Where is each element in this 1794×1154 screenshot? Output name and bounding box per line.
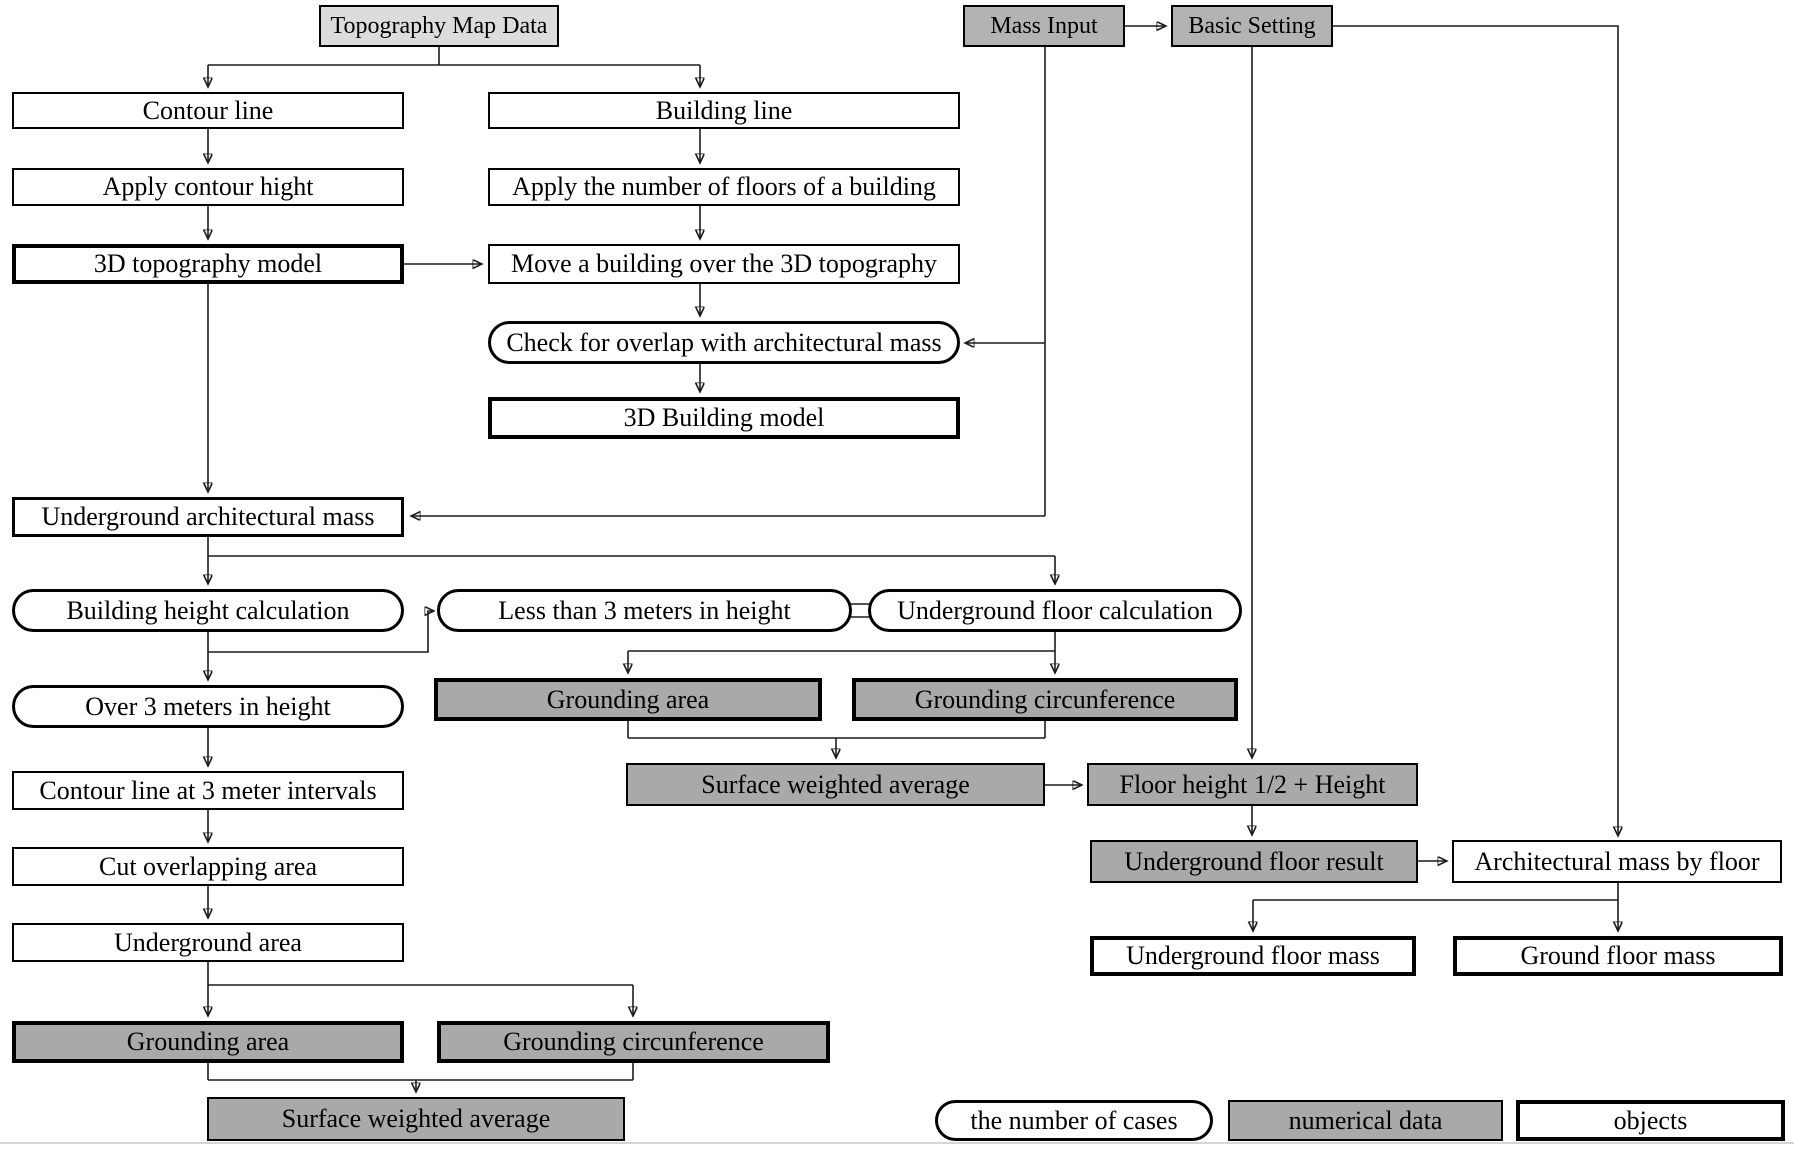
node-building-line: Building line	[488, 92, 960, 129]
node-3d-building-model: 3D Building model	[488, 397, 960, 439]
node-underground-architectural-mass: Underground architectural mass	[12, 497, 404, 537]
node-grounding-circunference-bottom: Grounding circunference	[437, 1021, 830, 1063]
legend-number-of-cases: the number of cases	[935, 1100, 1213, 1141]
node-grounding-area-mid: Grounding area	[434, 678, 822, 721]
node-underground-floor-mass: Underground floor mass	[1090, 936, 1416, 976]
node-3d-topography-model: 3D topography model	[12, 244, 404, 284]
node-basic-setting: Basic Setting	[1171, 5, 1333, 47]
legend-numerical-data: numerical data	[1228, 1100, 1503, 1141]
node-check-overlap-architectural-mass: Check for overlap with architectural mas…	[488, 321, 960, 364]
node-grounding-circunference-mid: Grounding circunference	[852, 678, 1238, 721]
node-underground-floor-calculation: Underground floor calculation	[868, 589, 1242, 632]
node-less-than-3-meters: Less than 3 meters in height	[437, 589, 852, 632]
node-ground-floor-mass: Ground floor mass	[1453, 936, 1783, 976]
node-grounding-area-bottom: Grounding area	[12, 1021, 404, 1063]
node-floor-height-formula: Floor height 1/2 + Height	[1087, 763, 1418, 806]
node-surface-weighted-average-mid: Surface weighted average	[626, 763, 1045, 806]
node-contour-line: Contour line	[12, 92, 404, 129]
node-surface-weighted-average-bottom: Surface weighted average	[207, 1097, 625, 1141]
node-underground-area: Underground area	[12, 923, 404, 962]
node-mass-input: Mass Input	[963, 5, 1125, 47]
node-over-3-meters: Over 3 meters in height	[12, 685, 404, 728]
node-building-height-calculation: Building height calculation	[12, 589, 404, 632]
node-move-building-over-topography: Move a building over the 3D topography	[488, 244, 960, 284]
node-architectural-mass-by-floor: Architectural mass by floor	[1452, 840, 1782, 883]
node-apply-contour-hight: Apply contour hight	[12, 168, 404, 206]
node-contour-line-3-meter-intervals: Contour line at 3 meter intervals	[12, 771, 404, 810]
node-underground-floor-result: Underground floor result	[1090, 840, 1418, 883]
legend-objects: objects	[1516, 1100, 1785, 1141]
node-topography-map-data: Topography Map Data	[319, 5, 559, 47]
node-cut-overlapping-area: Cut overlapping area	[12, 847, 404, 886]
node-apply-number-of-floors: Apply the number of floors of a building	[488, 168, 960, 206]
